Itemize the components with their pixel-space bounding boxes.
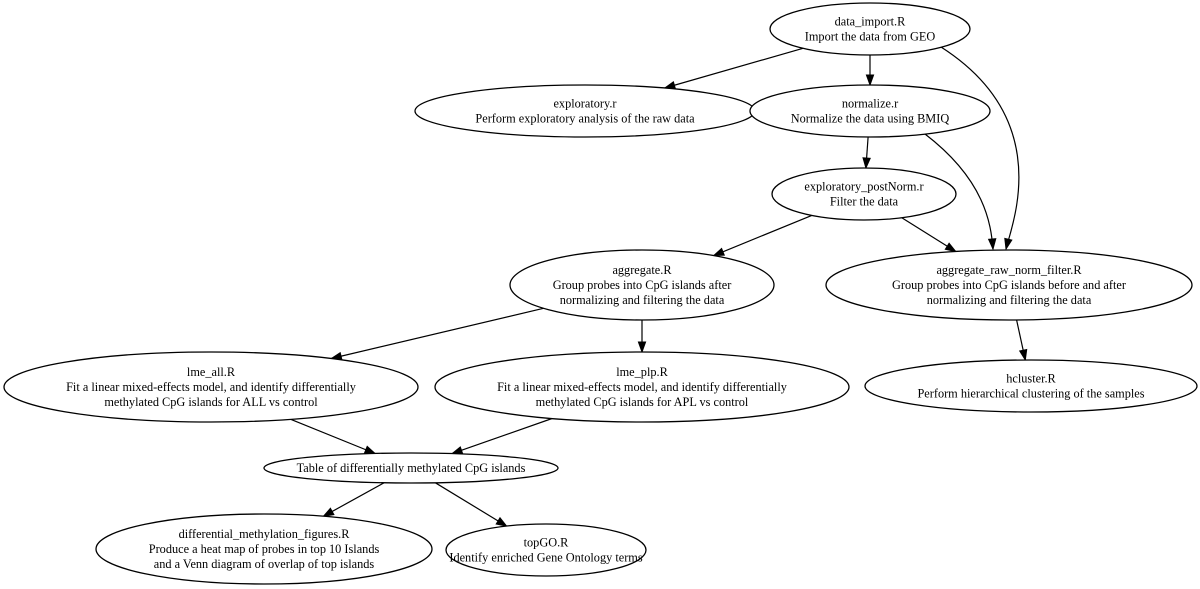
- arrowhead-icon: [862, 157, 871, 170]
- node-description: Produce a heat map of probes in top 10 I…: [149, 542, 380, 556]
- edge-data_import-to-normalize: [865, 55, 875, 87]
- node-ellipse: [749, 84, 991, 138]
- node-description: Perform hierarchical clustering of the s…: [917, 387, 1144, 401]
- arrowhead-icon: [987, 238, 997, 251]
- node-title: exploratory.r: [553, 97, 616, 111]
- node-ellipse: [825, 249, 1193, 321]
- node-description: Perform exploratory analysis of the raw …: [475, 112, 695, 126]
- node-ellipse: [3, 351, 419, 423]
- node-diff-figures: differential_methylation_figures.RProduc…: [95, 513, 433, 585]
- edge-aggregate-to-lme_plp: [637, 320, 647, 354]
- node-description: Import the data from GEO: [805, 30, 936, 44]
- node-title: aggregate_raw_norm_filter.R: [936, 263, 1082, 277]
- node-description: Group probes into CpG islands after: [553, 278, 732, 292]
- node-title: aggregate.R: [612, 263, 672, 277]
- edge-normalize-to-exploratory_postNorm: [862, 136, 871, 170]
- edge-line: [323, 482, 385, 517]
- node-ellipse: [95, 513, 433, 585]
- node-title: topGO.R: [524, 536, 570, 550]
- edge-data_import-to-exploratory: [663, 47, 804, 90]
- node-title: data_import.R: [835, 15, 906, 29]
- arrowhead-icon: [363, 445, 377, 455]
- edge-line: [451, 417, 553, 455]
- arrowhead-icon: [1004, 237, 1013, 251]
- edge-line: [713, 214, 813, 257]
- node-title: lme_plp.R: [616, 365, 668, 379]
- arrowhead-icon: [322, 507, 335, 518]
- node-description: normalizing and filtering the data: [560, 293, 725, 307]
- node-description: Normalize the data using BMIQ: [791, 112, 950, 126]
- arrowhead-icon: [865, 74, 875, 87]
- node-ellipse: [263, 452, 559, 484]
- edge-aggregate_raw_norm_filter-to-hcluster: [1016, 319, 1028, 362]
- edge-line: [901, 217, 957, 253]
- edge-table-to-diff_figures: [322, 482, 385, 518]
- node-ellipse: [434, 351, 850, 423]
- edge-line: [435, 482, 507, 527]
- arrowhead-icon: [450, 446, 464, 455]
- node-title: Table of differentially methylated CpG i…: [297, 461, 526, 475]
- node-ellipse: [509, 249, 775, 321]
- node-title: differential_methylation_figures.R: [179, 527, 351, 541]
- edges-layer: [290, 46, 1028, 527]
- node-description: and a Venn diagram of overlap of top isl…: [154, 557, 375, 571]
- node-ellipse: [769, 2, 971, 56]
- arrowhead-icon: [495, 516, 508, 527]
- node-description: Fit a linear mixed-effects model, and id…: [497, 380, 788, 394]
- edge-exploratory_postNorm-to-aggregate: [712, 214, 813, 257]
- node-title: hcluster.R: [1006, 372, 1056, 386]
- node-ellipse: [864, 359, 1198, 413]
- arrowhead-icon: [712, 247, 726, 257]
- arrowhead-icon: [1018, 348, 1028, 362]
- node-description: Filter the data: [830, 195, 899, 209]
- edge-line: [331, 307, 544, 360]
- edge-normalize-to-aggregate_raw_norm_filter: [924, 133, 997, 251]
- arrowhead-icon: [944, 242, 957, 253]
- edge-line: [664, 47, 804, 89]
- node-ellipse: [771, 167, 957, 221]
- edge-line: [940, 46, 1020, 250]
- edge-lme_all-to-table: [290, 418, 377, 455]
- edge-data_import-to-aggregate_raw_norm_filter: [940, 46, 1020, 251]
- node-table: Table of differentially methylated CpG i…: [263, 452, 559, 484]
- node-ellipse: [445, 523, 647, 577]
- node-description: Fit a linear mixed-effects model, and id…: [66, 380, 357, 394]
- edge-lme_plp-to-table: [450, 417, 553, 455]
- arrowhead-icon: [637, 341, 647, 354]
- node-description: methylated CpG islands for ALL vs contro…: [104, 395, 318, 409]
- node-title: exploratory_postNorm.r: [804, 180, 923, 194]
- node-title: normalize.r: [842, 97, 898, 111]
- edge-exploratory_postNorm-to-aggregate_raw_norm_filter: [901, 217, 957, 253]
- node-description: methylated CpG islands for APL vs contro…: [536, 395, 749, 409]
- edge-table-to-topgo: [435, 482, 508, 527]
- edge-aggregate-to-lme_all: [329, 307, 544, 361]
- edge-line: [290, 418, 376, 455]
- node-title: lme_all.R: [187, 365, 236, 379]
- node-description: Identify enriched Gene Ontology terms: [449, 551, 642, 565]
- node-description: Group probes into CpG islands before and…: [892, 278, 1126, 292]
- node-description: normalizing and filtering the data: [927, 293, 1092, 307]
